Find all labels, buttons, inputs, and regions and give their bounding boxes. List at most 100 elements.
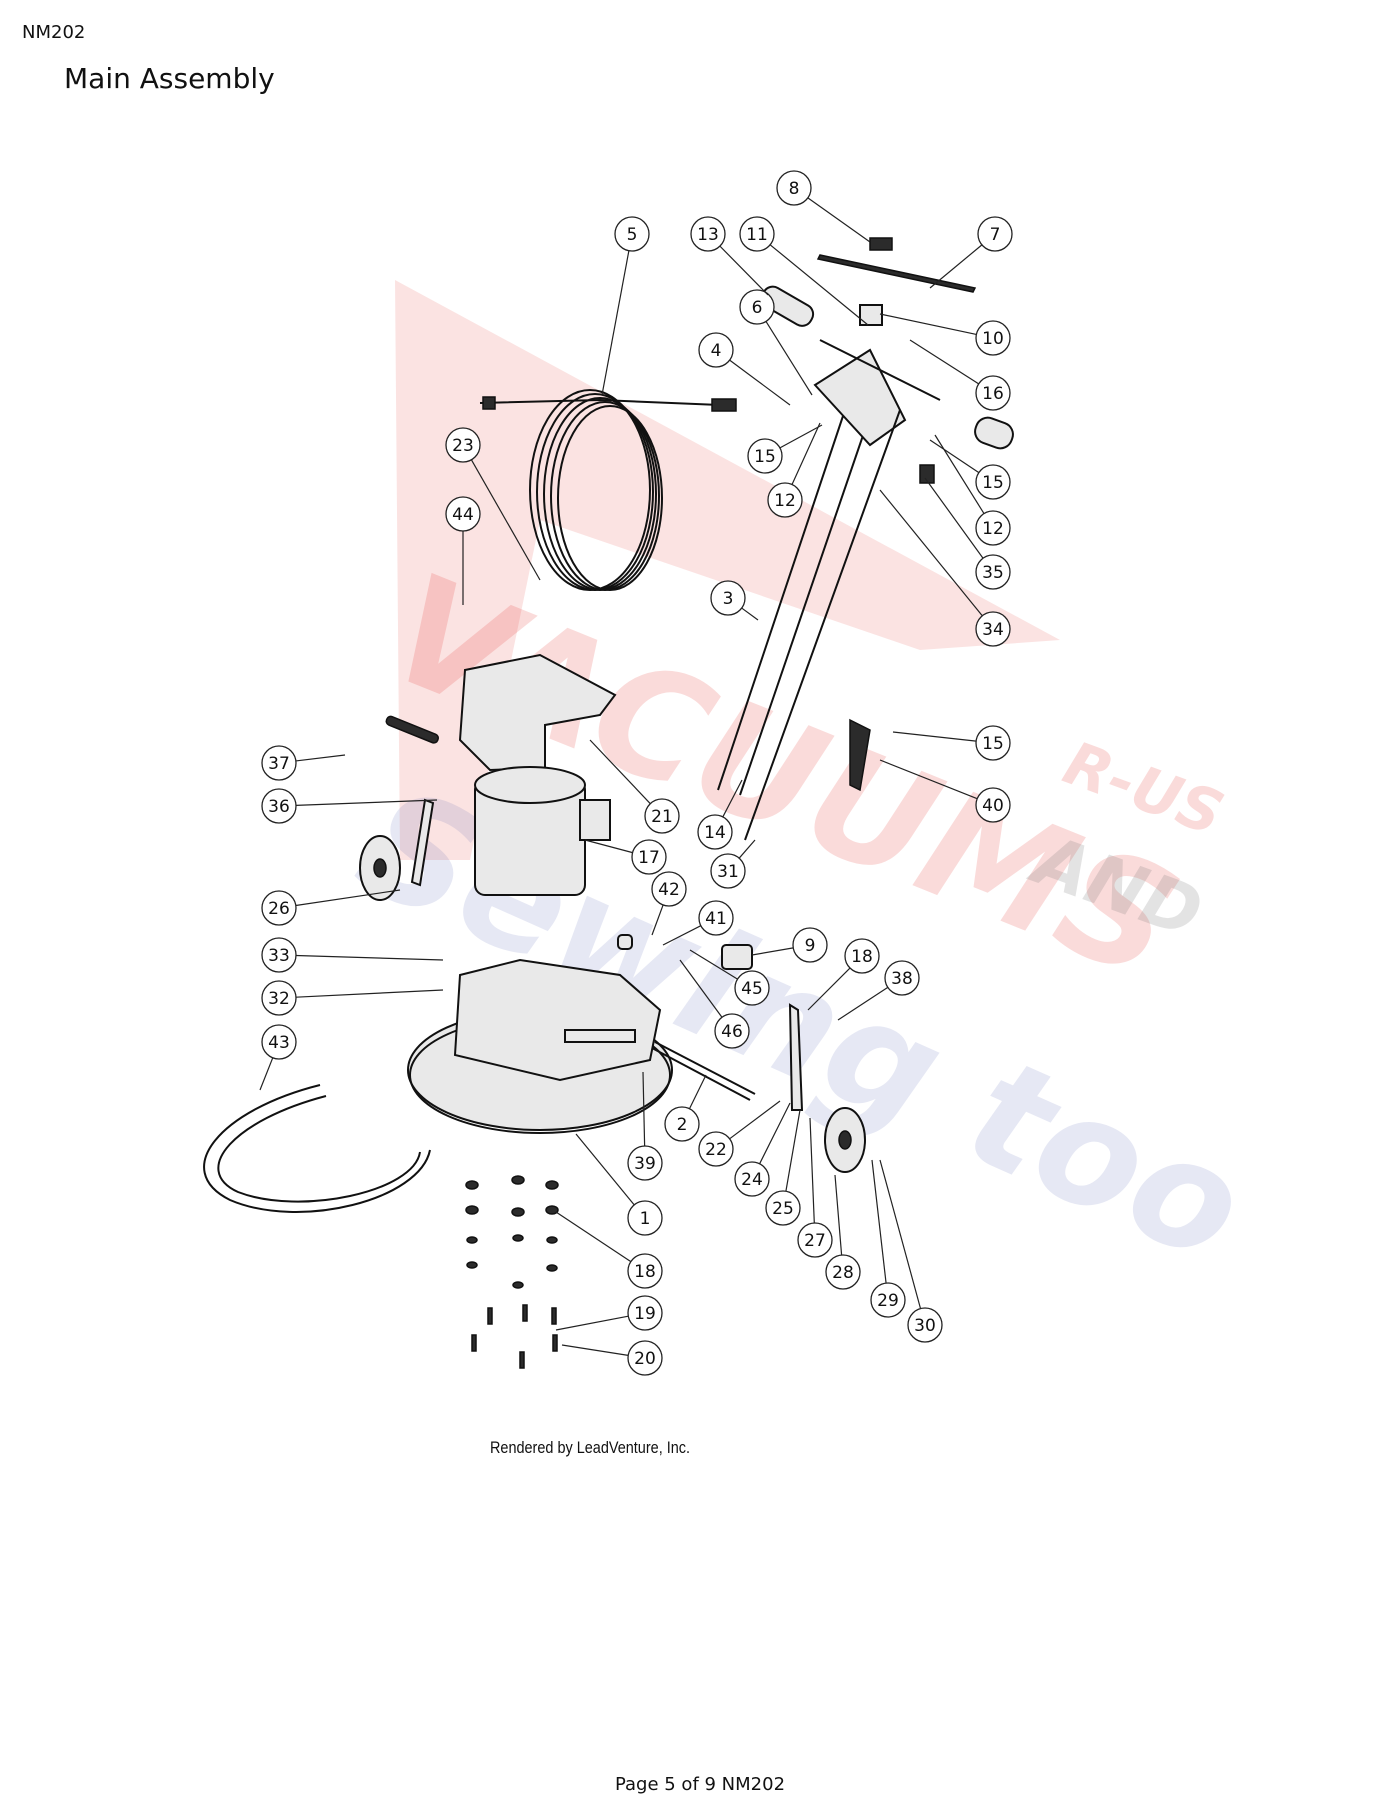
callout-number: 9 — [805, 936, 816, 956]
callout-number: 43 — [268, 1033, 290, 1053]
callout-circle — [627, 1295, 663, 1331]
callout-circle — [975, 320, 1011, 356]
leader-line — [785, 1109, 801, 1192]
callout-number: 7 — [990, 225, 1001, 245]
callout-circle — [765, 1190, 801, 1226]
callout-circle — [710, 853, 746, 889]
leader-line — [924, 477, 984, 559]
callout-circle — [261, 1024, 297, 1060]
document-code: NM202 — [22, 22, 86, 43]
callout-circle — [884, 960, 920, 996]
callout-circle — [261, 890, 297, 926]
leader-line — [909, 339, 979, 385]
callout-number: 23 — [452, 436, 474, 456]
callout-number: 33 — [268, 946, 290, 966]
callout-number: 2 — [677, 1115, 688, 1135]
leader-line — [738, 839, 756, 859]
callout-number: 4 — [711, 341, 722, 361]
leader-line — [642, 1071, 646, 1147]
leader-line — [834, 1174, 843, 1256]
callout-circle — [844, 938, 880, 974]
callout-number: 15 — [754, 447, 776, 467]
leader-line — [779, 424, 823, 449]
callout-circle — [690, 216, 726, 252]
callout-circle — [975, 464, 1011, 500]
leader-line — [759, 1102, 791, 1165]
callout-circle — [644, 798, 680, 834]
power-cord-coil — [479, 389, 737, 591]
callout-layer: 1234567891011121213141515151617181819202… — [259, 170, 1013, 1376]
leader-line — [741, 607, 759, 621]
callout-circle — [445, 496, 481, 532]
leader-line — [879, 759, 978, 800]
leader-line — [679, 959, 723, 1018]
callout-circle — [739, 289, 775, 325]
callout-circle — [975, 510, 1011, 546]
callout-circle — [627, 1253, 663, 1289]
callout-circle — [767, 482, 803, 518]
page-title: Main Assembly — [64, 62, 275, 95]
callout-circle — [776, 170, 812, 206]
callout-number: 37 — [268, 754, 290, 774]
leader-line — [295, 889, 401, 907]
callout-number: 24 — [741, 1170, 763, 1190]
render-credit: Rendered by LeadVenture, Inc. — [489, 1438, 691, 1457]
callout-number: 35 — [982, 563, 1004, 583]
leader-line — [662, 925, 702, 946]
callout-circle — [747, 438, 783, 474]
leader-line — [807, 197, 871, 243]
callout-number: 30 — [914, 1316, 936, 1336]
leader-line — [892, 731, 977, 742]
leader-line — [722, 779, 743, 818]
leader-line — [751, 947, 794, 956]
callout-circle — [627, 1145, 663, 1181]
leader-line — [765, 321, 813, 396]
callout-number: 46 — [721, 1022, 743, 1042]
leader-line — [470, 459, 541, 581]
callout-circle — [870, 1282, 906, 1318]
callout-circle — [734, 970, 770, 1006]
callout-circle — [698, 900, 734, 936]
callout-number: 12 — [774, 491, 796, 511]
parts-artwork — [203, 237, 1014, 1369]
callout-number: 20 — [634, 1349, 656, 1369]
callout-circle — [261, 980, 297, 1016]
callout-circle — [698, 332, 734, 368]
callout-circle — [710, 580, 746, 616]
callout-number: 34 — [982, 620, 1004, 640]
leader-line — [295, 754, 346, 762]
callout-circle — [975, 611, 1011, 647]
callout-number: 44 — [452, 505, 474, 525]
leader-line — [769, 244, 869, 326]
callout-circle — [739, 216, 775, 252]
callout-number: 1 — [640, 1209, 651, 1229]
callout-circle — [261, 745, 297, 781]
switch-assembly — [721, 944, 753, 970]
motor-cover — [458, 653, 617, 772]
callout-circle — [977, 216, 1013, 252]
callout-circle — [651, 871, 687, 907]
callout-circle — [445, 427, 481, 463]
leader-line — [688, 1074, 707, 1109]
callout-number: 29 — [877, 1291, 899, 1311]
handle-tube — [717, 285, 1014, 841]
callout-circle — [975, 554, 1011, 590]
bumper-ring — [203, 1084, 431, 1213]
callout-number: 13 — [697, 225, 719, 245]
leader-line — [584, 839, 633, 854]
leader-line — [295, 989, 444, 998]
callout-number: 18 — [851, 947, 873, 967]
callout-circle — [975, 787, 1011, 823]
callout-number: 27 — [804, 1231, 826, 1251]
leader-line — [589, 739, 651, 805]
motor — [474, 766, 611, 896]
callout-number: 11 — [746, 225, 768, 245]
callout-circle — [614, 216, 650, 252]
leader-line — [729, 1100, 781, 1140]
leader-line — [561, 1344, 629, 1356]
callout-number: 10 — [982, 329, 1004, 349]
callout-number: 31 — [717, 862, 739, 882]
callout-circle — [627, 1340, 663, 1376]
leader-line — [555, 1315, 629, 1331]
